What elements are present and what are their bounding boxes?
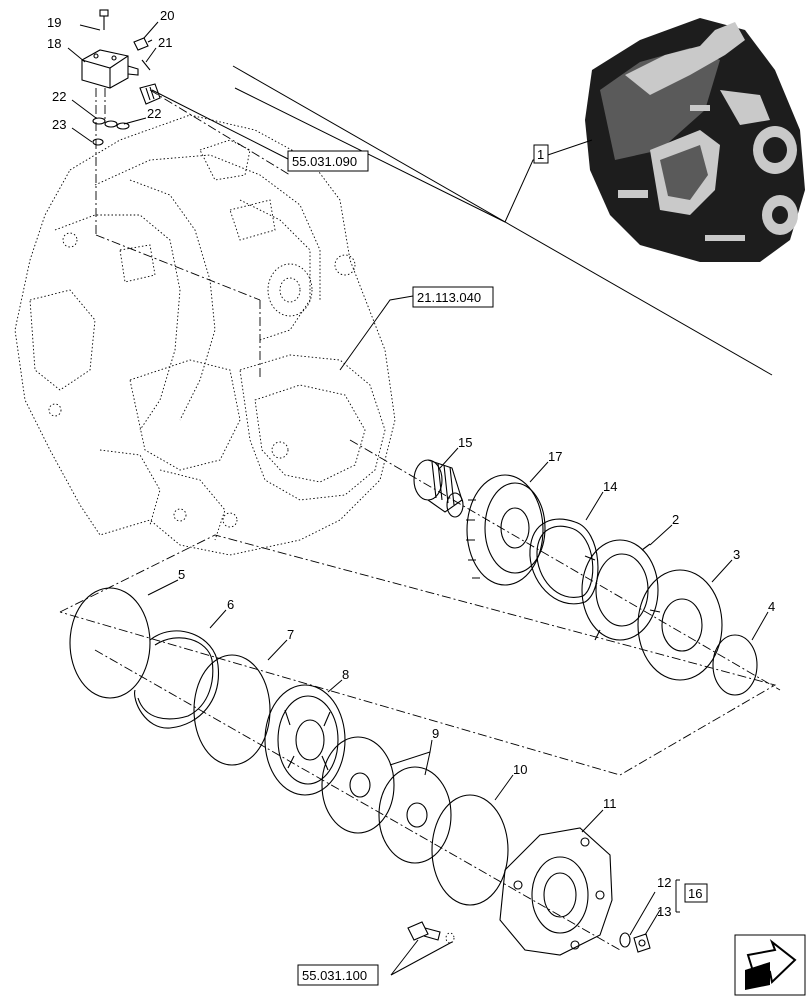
plug [633, 933, 651, 953]
callout-9: 9 [432, 726, 439, 741]
spring-washers [321, 736, 452, 864]
svg-text:55.031.100: 55.031.100 [302, 968, 367, 983]
centerline [94, 649, 621, 951]
svg-text:16: 16 [688, 886, 702, 901]
photo-leader-line [504, 139, 593, 223]
svg-text:21.113.040: 21.113.040 [417, 290, 481, 305]
callout-22: 22 [147, 106, 161, 121]
bolt [99, 9, 109, 30]
callout-22: 22 [52, 89, 66, 104]
callout-14: 14 [603, 479, 617, 494]
o-ring-7 [193, 654, 271, 766]
callout-21: 21 [158, 35, 172, 50]
hydraulic-fitting [407, 921, 455, 944]
callout-13: 13 [657, 904, 671, 919]
callout-1-box: 1 [533, 144, 549, 164]
transmission-housing [14, 114, 396, 556]
svg-text:55.031.090: 55.031.090 [292, 154, 357, 169]
callout-23: 23 [52, 117, 66, 132]
callout-labels: 19 20 18 21 22 22 23 15 17 14 2 3 4 5 6 … [47, 8, 775, 919]
callout-20: 20 [160, 8, 174, 23]
callout-17: 17 [548, 449, 562, 464]
callout-5: 5 [178, 567, 185, 582]
centerline [95, 234, 261, 301]
callout-19: 19 [47, 15, 61, 30]
large-o-ring [69, 587, 151, 699]
callout-16-box: 16 [684, 883, 708, 903]
next-page-arrow-icon[interactable] [734, 934, 806, 996]
callout-12: 12 [657, 875, 671, 890]
backing-plate [581, 539, 661, 641]
diagonal-guide-line-lower [234, 87, 506, 223]
clutch-cover [499, 827, 613, 956]
transmission-photo [585, 18, 805, 262]
callout-8: 8 [342, 667, 349, 682]
valve-block [81, 49, 139, 89]
clutch-hub [466, 474, 546, 586]
o-ring-10 [431, 794, 509, 906]
centerline [149, 89, 291, 176]
callout-11: 11 [603, 796, 617, 811]
fitting [133, 37, 153, 51]
callout-18: 18 [47, 36, 61, 51]
snap-ring [529, 518, 599, 605]
callout-10: 10 [513, 762, 527, 777]
reference-box-55031090[interactable]: 55.031.090 [287, 150, 369, 172]
svg-text:1: 1 [537, 147, 544, 162]
leader-lines [67, 21, 769, 976]
pin [141, 59, 151, 71]
callout-6: 6 [227, 597, 234, 612]
piston [264, 684, 346, 796]
o-rings [92, 117, 130, 146]
reference-box-55031100[interactable]: 55.031.100 [297, 964, 379, 986]
retaining-ring [134, 630, 219, 729]
callout-2: 2 [672, 512, 679, 527]
callout-15: 15 [458, 435, 472, 450]
o-ring-small [712, 634, 758, 696]
callout-3: 3 [733, 547, 740, 562]
centerline [349, 439, 781, 691]
group-outline [59, 534, 777, 776]
callout-7: 7 [287, 627, 294, 642]
seal-ring [619, 932, 631, 948]
callout-4: 4 [768, 599, 775, 614]
shaft-gear [413, 459, 464, 518]
friction-disc [637, 569, 723, 681]
spool [139, 83, 161, 105]
reference-box-21113040[interactable]: 21.113.040 [412, 286, 494, 308]
